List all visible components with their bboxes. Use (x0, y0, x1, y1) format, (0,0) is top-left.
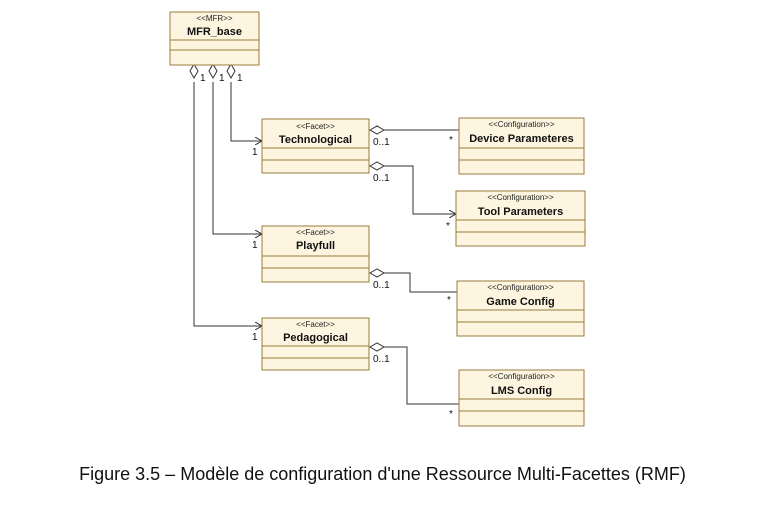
multiplicity-label: 1 (252, 147, 258, 158)
class-tool-parameters[interactable]: <<Configuration>> Tool Parameters (455, 190, 586, 247)
multiplicity-label: 0..1 (373, 137, 390, 148)
class-stereotype: <<MFR>> (196, 14, 232, 23)
class-game-config[interactable]: <<Configuration>> Game Config (456, 280, 585, 337)
composition-mfr-pedagogical (189, 62, 262, 326)
class-name: Game Config (486, 296, 554, 308)
aggregation-pedagogical-lms (368, 342, 459, 405)
class-stereotype: <<Facet>> (296, 320, 335, 329)
aggregation-diamond (368, 342, 386, 352)
class-name: Playfull (296, 240, 335, 252)
multiplicity-label: 1 (219, 73, 225, 84)
aggregation-diamond (368, 125, 386, 135)
uml-class-diagram: <<MFR>> MFR_base <<Facet>> Technological… (169, 11, 586, 427)
multiplicity-label: * (449, 135, 453, 146)
composition-mfr-technological (226, 62, 262, 141)
multiplicity-label: 1 (237, 73, 243, 84)
multiplicity-label: * (446, 221, 450, 232)
class-name: MFR_base (187, 26, 242, 38)
class-lms-config[interactable]: <<Configuration>> LMS Config (458, 369, 585, 427)
composition-mfr-playfull (208, 62, 262, 234)
class-technological[interactable]: <<Facet>> Technological (261, 118, 370, 174)
class-name: LMS Config (491, 385, 552, 397)
class-name: Pedagogical (283, 332, 348, 344)
multiplicity-label: * (449, 409, 453, 420)
multiplicity-label: 1 (200, 73, 206, 84)
class-stereotype: <<Facet>> (296, 228, 335, 237)
multiplicity-label: 0..1 (373, 354, 390, 365)
class-playfull[interactable]: <<Facet>> Playfull (261, 225, 370, 283)
class-name: Technological (279, 134, 352, 146)
multiplicity-label: 0..1 (373, 280, 390, 291)
multiplicity-label: * (447, 295, 451, 306)
class-pedagogical[interactable]: <<Facet>> Pedagogical (261, 317, 370, 371)
aggregation-diamond (368, 268, 386, 278)
class-stereotype: <<Configuration>> (488, 120, 555, 129)
class-mfr-base[interactable]: <<MFR>> MFR_base (169, 11, 260, 66)
multiplicity-label: 1 (252, 332, 258, 343)
class-name: Device Parameteres (469, 133, 574, 145)
class-stereotype: <<Configuration>> (487, 283, 554, 292)
aggregation-diamond (368, 161, 386, 171)
aggregation-technological-tool (368, 161, 456, 214)
figure-caption: Figure 3.5 – Modèle de configuration d'u… (79, 464, 686, 484)
class-stereotype: <<Facet>> (296, 122, 335, 131)
aggregation-technological-device (368, 125, 459, 135)
multiplicity-label: 1 (252, 240, 258, 251)
class-device-parameters[interactable]: <<Configuration>> Device Parameteres (458, 117, 585, 175)
aggregation-playfull-game (368, 268, 457, 293)
class-name: Tool Parameters (478, 206, 563, 218)
aggregation-diamond (208, 62, 218, 80)
class-stereotype: <<Configuration>> (488, 372, 555, 381)
class-stereotype: <<Configuration>> (487, 193, 554, 202)
multiplicity-label: 0..1 (373, 173, 390, 184)
aggregation-diamond (189, 62, 199, 80)
aggregation-diamond (226, 62, 236, 80)
